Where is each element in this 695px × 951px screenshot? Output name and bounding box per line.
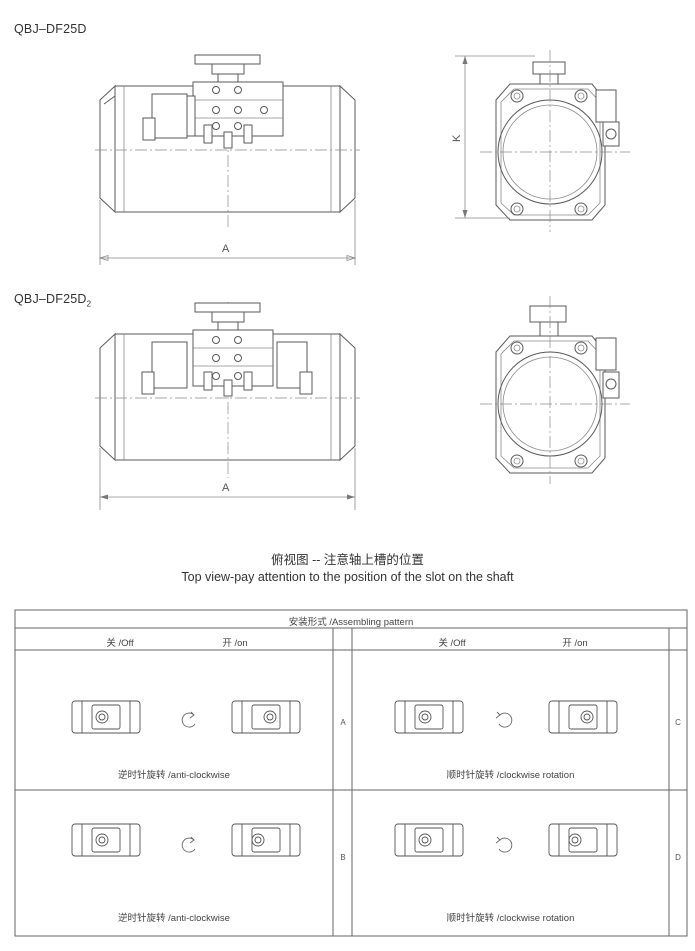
model-label-top: QBJ–DF25D [14,22,87,36]
front-view-single-solenoid [95,54,360,265]
side-view-single-solenoid [455,50,630,232]
valve-on-d [548,823,618,857]
rotation-arrow-d [495,836,513,853]
side-view-double-solenoid [480,296,630,484]
rotation-label-a: 逆时针旋转 /anti-clockwise [118,770,230,781]
left-on-label: 开 /on [222,638,248,649]
actuator-drawings: A K [95,50,630,510]
model-label-bottom: QBJ–DF25D2 [14,292,91,309]
rotation-arrow-c [495,711,513,728]
valve-off-d [394,823,464,857]
right-off-label: 关 /Off [438,638,466,649]
rotation-label-d: 顺时针旋转 /clockwise rotation [446,913,575,924]
dimension-a-bottom: A [222,482,230,494]
valve-icons [71,700,618,857]
left-off-label: 关 /Off [106,638,134,649]
valve-on-b [231,823,301,857]
table-header: 安装形式 /Assembling pattern [288,617,414,628]
model-label-bottom-subscript: 2 [86,299,92,309]
valve-on-a [231,700,301,734]
valve-off-b [71,823,141,857]
dimension-a-top: A [222,243,230,255]
rotation-label-c: 顺时针旋转 /clockwise rotation [446,770,575,781]
rotation-arrow-b [181,836,196,853]
valve-off-c [394,700,464,734]
row-label-d: D [675,853,681,862]
row-label-b: B [340,853,346,862]
right-on-label: 开 /on [562,638,588,649]
caption-english: Top view-pay attention to the position o… [181,570,514,584]
dimension-k: K [451,134,463,142]
row-label-a: A [340,718,346,727]
front-view-double-solenoid [95,302,360,510]
valve-off-a [71,700,141,734]
model-label-bottom-base: QBJ–DF25D [14,292,87,306]
row-label-c: C [675,718,681,727]
rotation-label-b: 逆时针旋转 /anti-clockwise [118,913,230,924]
caption-chinese: 俯视图 -- 注意轴上槽的位置 [271,553,424,567]
valve-on-c [548,700,618,734]
rotation-arrow-a [181,711,196,728]
